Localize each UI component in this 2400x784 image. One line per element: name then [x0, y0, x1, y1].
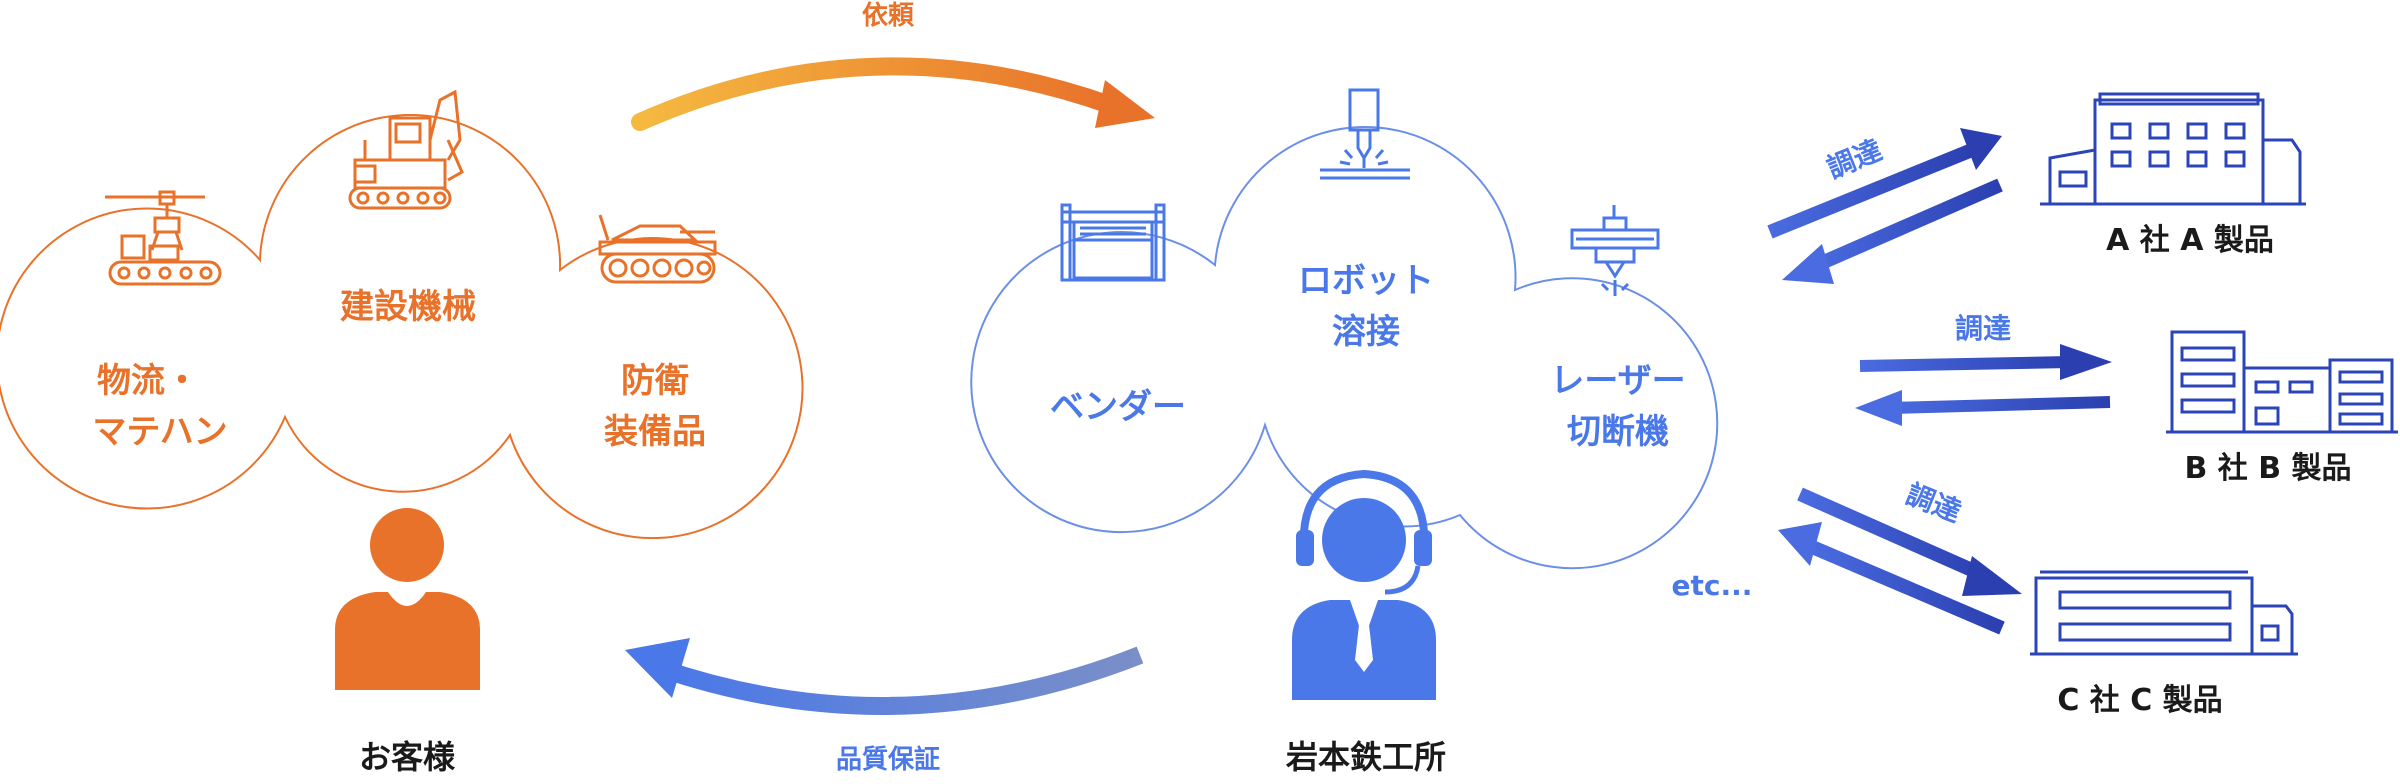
procurement-arrows-a: [1767, 128, 2003, 284]
quality-assurance-arrow: [625, 638, 1144, 715]
bubble-label-defense-line1: 防衛: [621, 361, 689, 401]
bubble-label-logistics-line2: マテハン: [92, 412, 227, 452]
procurement-arrows-c: [1778, 487, 2022, 635]
bubble-label-defense-line2: 装備品: [604, 412, 706, 452]
factory-b-icon: [2166, 330, 2398, 434]
bubble-label-logistics-line1: 物流・: [97, 361, 199, 401]
iwamoto-label: 岩本鉄工所: [1286, 738, 1446, 776]
bubble-label-bender: ベンダー: [1050, 387, 1186, 427]
supplier-label-a: A 社 A 製品: [2106, 223, 2274, 258]
bubble-label-robot-welding-line1: ロボット: [1298, 261, 1434, 301]
procurement-label-a: 調達: [1822, 133, 1886, 185]
robot-arm-conveyor-icon: [105, 190, 222, 286]
bubble-label-laser-line2: 切断機: [1567, 412, 1669, 452]
press-brake-icon: [1060, 203, 1166, 282]
operator-headset-icon: [1292, 469, 1436, 700]
laser-cutter-icon: [1570, 205, 1660, 296]
customer-cloud: [0, 113, 804, 540]
welding-torch-icon: [1320, 88, 1410, 180]
bubble-label-laser-line1: レーザー: [1550, 361, 1685, 401]
person-icon: [335, 508, 480, 690]
etc-label: etc...: [1672, 569, 1753, 602]
supplier-label-c: C 社 C 製品: [2057, 683, 2222, 718]
supplier-label-b: B 社 B 製品: [2184, 451, 2351, 486]
factory-c-icon: [2030, 570, 2298, 656]
quality-assurance-label: 品質保証: [836, 744, 940, 775]
procurement-label-c: 調達: [1901, 477, 1965, 529]
factory-a-icon: [2040, 92, 2306, 206]
request-arrow-label: 依頼: [862, 1, 915, 31]
request-arrow: [631, 57, 1155, 131]
procurement-arrows-b: [1855, 344, 2112, 426]
bubble-label-construction: 建設機械: [340, 287, 476, 327]
excavator-icon: [348, 89, 464, 210]
procurement-label-b: 調達: [1955, 312, 2011, 345]
customer-label: お客様: [359, 738, 456, 776]
bubble-label-robot-welding-line2: 溶接: [1332, 312, 1400, 352]
tank-icon: [598, 214, 717, 284]
iwamoto-cloud: [970, 126, 1719, 570]
